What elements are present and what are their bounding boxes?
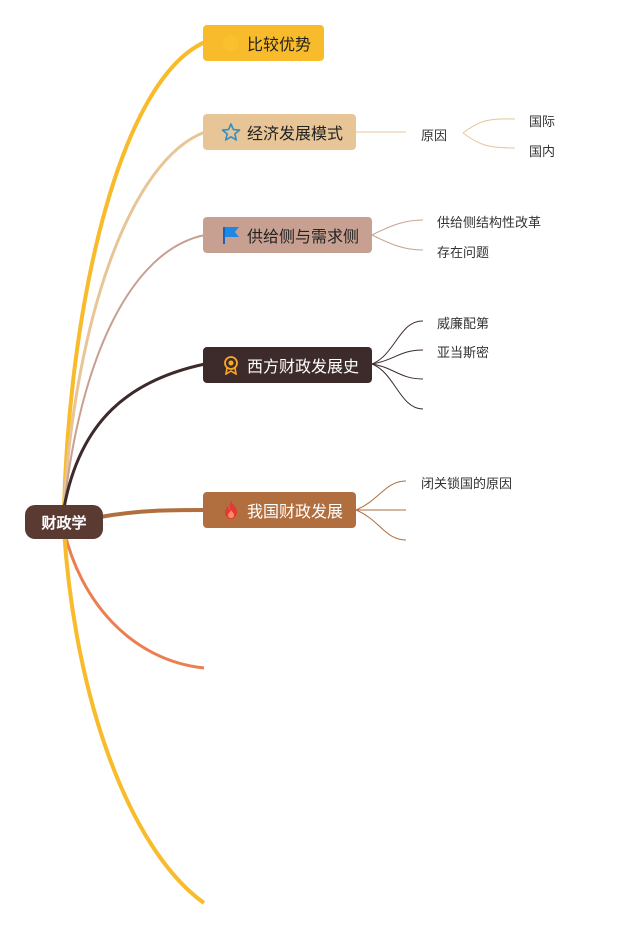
link-west-4	[371, 363, 424, 410]
link-china-3	[355, 509, 407, 541]
leaf-international[interactable]: 国际	[529, 115, 556, 130]
branch-china-fiscal-development[interactable]: 我国财政发展	[203, 492, 356, 528]
link-root-west	[62, 362, 206, 509]
link-root-china	[99, 508, 206, 519]
leaf-reason[interactable]: 原因	[421, 129, 448, 144]
branch-western-fiscal-history[interactable]: 西方财政发展史	[203, 347, 372, 383]
link-root-supply	[63, 234, 206, 509]
flag-icon	[221, 225, 241, 245]
link-root-orange	[62, 529, 205, 670]
award-icon	[221, 355, 241, 376]
leaf-existing-problems[interactable]: 存在问题	[437, 246, 490, 261]
link-supply-problems	[371, 234, 424, 251]
link-root-comparative	[62, 40, 206, 509]
leaf-closed-door-reasons[interactable]: 闭关锁国的原因	[421, 477, 513, 492]
link-root-yellow-bottom	[62, 529, 206, 905]
branch-supply-demand[interactable]: 供给侧与需求侧	[203, 217, 372, 253]
link-reason-domestic	[462, 132, 516, 149]
branch-label: 供给侧与需求侧	[247, 227, 360, 246]
branch-label: 西方财政发展史	[247, 357, 360, 376]
branch-comparative-advantage[interactable]: 比较优势	[203, 25, 324, 61]
leaf-adam-smith[interactable]: 亚当斯密	[437, 346, 490, 361]
sun-icon	[221, 33, 241, 53]
fire-icon	[221, 500, 241, 520]
branch-label: 我国财政发展	[247, 502, 344, 521]
root-label: 财政学	[41, 513, 87, 532]
leaf-domestic[interactable]: 国内	[529, 145, 556, 160]
branch-label: 经济发展模式	[247, 124, 344, 143]
link-reason-international	[462, 118, 516, 134]
link-root-economy	[62, 130, 206, 509]
branch-label: 比较优势	[247, 35, 312, 54]
leaf-supply-side-reform[interactable]: 供给侧结构性改革	[437, 216, 542, 231]
branch-economic-development-model[interactable]: 经济发展模式	[203, 114, 356, 150]
root-node[interactable]: 财政学	[25, 505, 103, 539]
link-china-closed	[355, 480, 407, 511]
link-west-petty	[371, 320, 424, 365]
link-west-3	[371, 363, 424, 380]
link-supply-reform	[371, 219, 424, 236]
leaf-william-petty[interactable]: 威廉配第	[437, 317, 490, 332]
link-west-smith	[371, 349, 424, 365]
star-icon	[221, 122, 241, 142]
